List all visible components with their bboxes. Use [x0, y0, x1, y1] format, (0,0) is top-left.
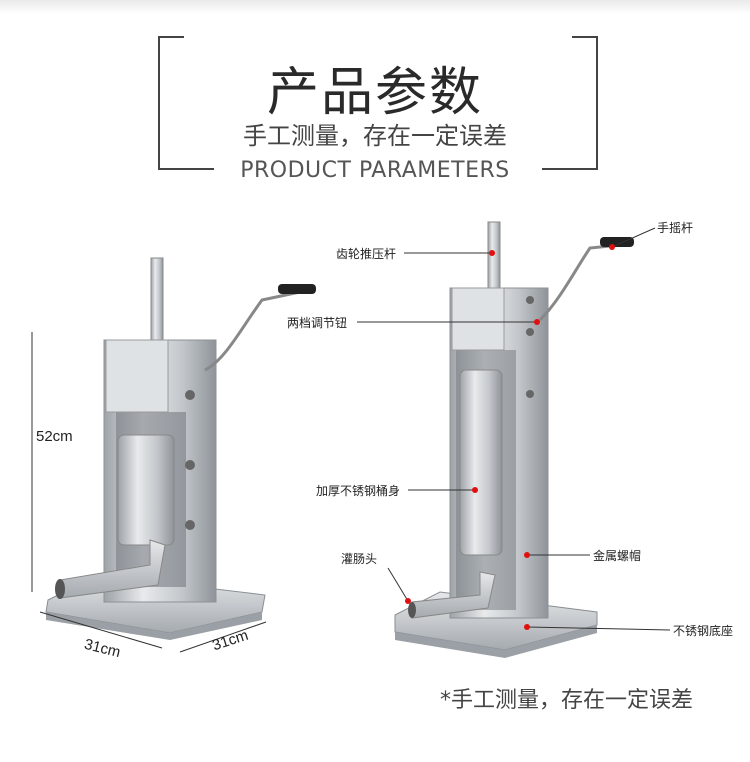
top-shadow-band — [0, 0, 750, 14]
callout-base: 不锈钢底座 — [673, 624, 734, 638]
callout-barrel: 加厚不锈钢桶身 — [316, 484, 401, 498]
page-subtitle-en: PRODUCT PARAMETERS — [240, 158, 510, 183]
left-machine-image — [45, 257, 316, 640]
callout-dots — [405, 244, 615, 630]
dimension-lines — [31, 332, 267, 653]
height-dimension: 52cm — [36, 428, 73, 445]
right-machine-image — [394, 221, 634, 658]
callout-gear-rod: 齿轮推压杆 — [336, 247, 397, 261]
callout-leaders — [357, 227, 671, 631]
callout-crank: 手摇杆 — [657, 221, 694, 235]
callout-metal-cap: 金属螺帽 — [593, 549, 642, 563]
page-title: 产品参数 — [266, 63, 483, 123]
measurement-footnote: *手工测量，存在一定误差 — [440, 688, 694, 713]
header-frame — [158, 36, 598, 174]
page-subtitle: 手工测量，存在一定误差 — [243, 122, 507, 150]
callout-two-gear-knob: 两档调节钮 — [287, 316, 348, 330]
callout-nozzle: 灌肠头 — [341, 552, 378, 566]
